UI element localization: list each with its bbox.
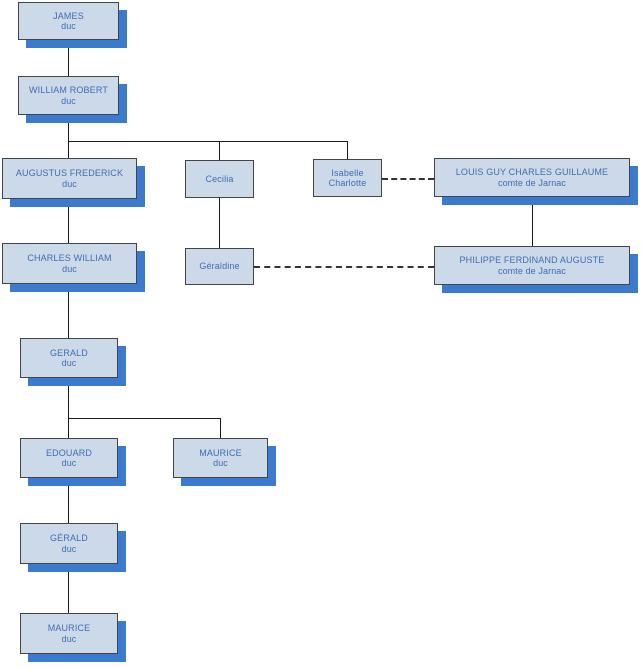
node-name: PHILIPPE FERDINAND AUGUSTE	[459, 255, 605, 266]
node-title: comte de Jarnac	[497, 265, 567, 276]
connector-gerald-accent-maurice-lower	[68, 564, 69, 613]
node-name: MAURICE	[199, 447, 242, 458]
node-maurice-lower[interactable]: MAURICE duc	[20, 613, 118, 654]
node-name: AUGUSTUS FREDERICK	[15, 168, 124, 179]
node-edouard[interactable]: EDOUARD duc	[20, 438, 118, 478]
node-augustus-frederick[interactable]: AUGUSTUS FREDERICK duc	[2, 158, 137, 199]
node-name: LOUIS GUY CHARLES GUILLAUME	[455, 167, 609, 178]
connector-bus-edouard	[68, 418, 69, 438]
node-gerald-accent[interactable]: GÉRALD duc	[20, 523, 118, 564]
marriage-line-isabelle-louis-guy	[382, 178, 434, 180]
node-title: duc	[61, 633, 77, 644]
connector-row-edouard-bus	[68, 418, 221, 419]
node-name: WILLIAM ROBERT	[29, 85, 108, 96]
node-title: duc	[213, 458, 228, 468]
node-name: MAURICE	[47, 623, 91, 634]
connector-charles-william-gerald	[68, 284, 69, 338]
node-title: duc	[61, 358, 77, 368]
node-name: Cecilia	[205, 173, 234, 184]
connector-bus-maurice-upper	[220, 418, 221, 438]
connector-edouard-gerald-accent	[68, 478, 69, 523]
node-title: duc	[62, 178, 77, 189]
node-charles-william[interactable]: CHARLES WILLIAM duc	[2, 243, 137, 284]
connector-james-william-robert	[68, 40, 69, 76]
connector-bus-isabelle	[347, 141, 348, 159]
node-title: duc	[62, 263, 77, 274]
connector-bus-augustus	[68, 141, 69, 158]
node-name: Isabelle Charlotte	[328, 167, 367, 188]
node-title: duc	[61, 95, 76, 106]
node-name: GERALD	[50, 347, 88, 358]
node-title: duc	[61, 458, 77, 468]
node-geraldine[interactable]: Géraldine	[185, 248, 254, 285]
connector-row3-bus	[68, 141, 348, 142]
node-title: duc	[61, 21, 76, 31]
node-name: GÉRALD	[50, 533, 88, 544]
connector-bus-cecilia	[219, 141, 220, 160]
node-title: comte de Jarnac	[497, 177, 567, 188]
connector-louis-guy-philippe	[532, 197, 533, 246]
node-isabelle-charlotte[interactable]: Isabelle Charlotte	[313, 159, 382, 197]
node-name: Géraldine	[199, 261, 240, 272]
node-name: CHARLES WILLIAM	[27, 253, 112, 264]
node-louis-guy-charles-guillaume[interactable]: LOUIS GUY CHARLES GUILLAUME comte de Jar…	[434, 158, 630, 197]
node-gerald[interactable]: GERALD duc	[20, 338, 118, 378]
node-title: duc	[61, 543, 77, 554]
node-james[interactable]: JAMES duc	[18, 2, 119, 40]
connector-augustus-charles-william	[68, 199, 69, 243]
node-maurice-upper[interactable]: MAURICE duc	[173, 438, 268, 478]
connector-cecilia-geraldine	[219, 198, 220, 248]
connector-gerald-stem	[68, 378, 69, 418]
connector-william-robert-stem	[68, 115, 69, 141]
node-cecilia[interactable]: Cecilia	[185, 160, 254, 198]
node-william-robert[interactable]: WILLIAM ROBERT duc	[18, 76, 119, 115]
node-name: JAMES	[53, 10, 84, 21]
marriage-line-geraldine-philippe	[254, 266, 434, 268]
node-name: EDOUARD	[45, 447, 93, 458]
node-philippe-ferdinand-auguste[interactable]: PHILIPPE FERDINAND AUGUSTE comte de Jarn…	[434, 246, 630, 285]
